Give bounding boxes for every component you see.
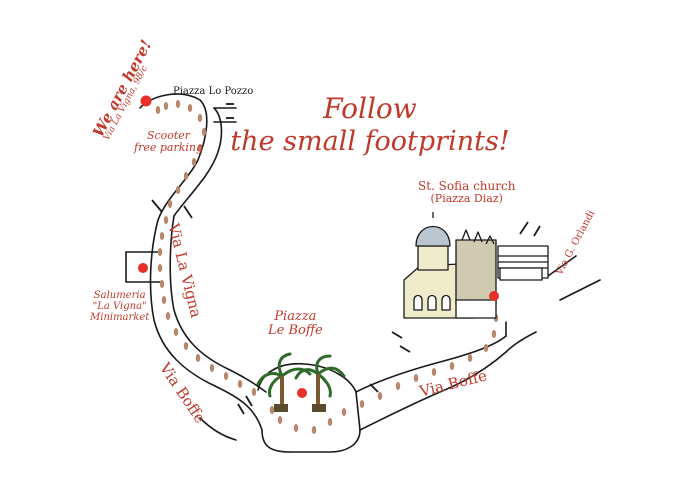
marker-we-are-here	[140, 95, 152, 107]
church-drawing	[403, 212, 549, 319]
scooter-line1: Scooter	[146, 129, 191, 142]
footprints-trail	[155, 100, 499, 434]
salumeria-label: Salumeria "La Vigna" Minimarket	[90, 290, 149, 323]
piazza-le-boffe-line1: Piazza	[274, 309, 317, 324]
salumeria-line2: "La Vigna"	[92, 301, 147, 312]
road-dashes	[151, 103, 541, 415]
location-markers	[138, 95, 499, 398]
marker-salumeria	[138, 263, 148, 273]
piazza-le-boffe-label: Piazza Le Boffe	[268, 309, 323, 339]
road-outlines	[125, 93, 601, 453]
map-title: Follow the small footprints!	[220, 92, 520, 158]
salumeria-line3: Minimarket	[90, 312, 150, 323]
marker-piazza-le-boffe	[297, 388, 307, 398]
piazza-lo-pozzo-label: Piazza Lo Pozzo	[173, 86, 254, 97]
title-line1: Follow	[323, 92, 417, 125]
title-line2: the small footprints!	[230, 125, 510, 157]
palm-trees	[256, 352, 346, 412]
marker-church	[489, 291, 499, 301]
piazza-le-boffe-line2: Le Boffe	[268, 323, 323, 339]
church-line2: (Piazza Diaz)	[430, 192, 503, 206]
church-label: St. Sofia church (Piazza Diaz)	[418, 179, 516, 206]
scooter-line2: free parking	[134, 141, 204, 155]
scooter-parking-label: Scooter free parking	[134, 129, 204, 155]
salumeria-line1: Salumeria	[93, 290, 146, 301]
church-line1: St. Sofia church	[418, 179, 516, 193]
